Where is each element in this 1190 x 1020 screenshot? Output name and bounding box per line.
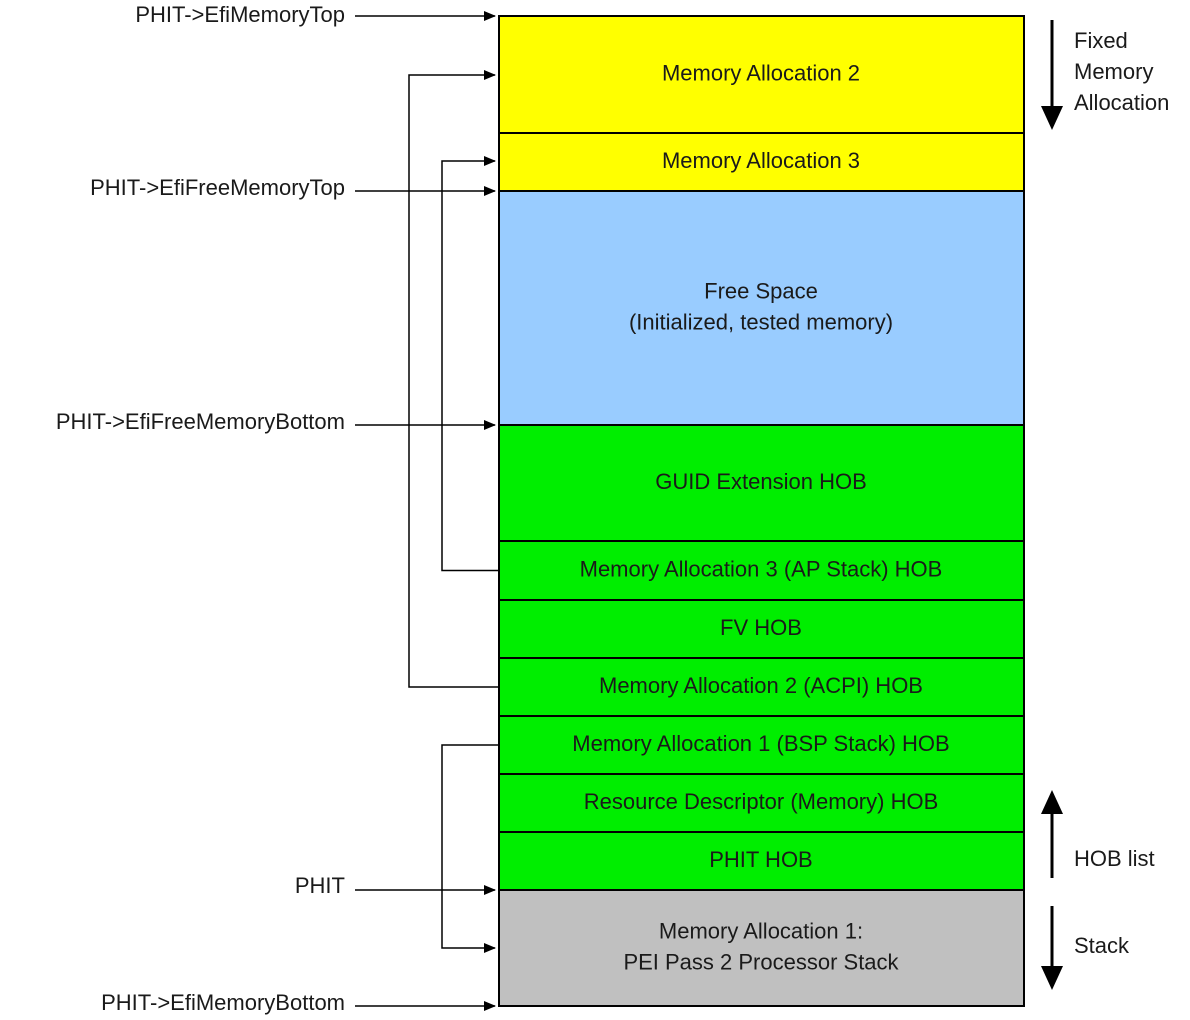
block-memory-allocation-2-acpi-hob: Memory Allocation 2 (ACPI) HOB	[498, 657, 1025, 717]
pointer-phit-efi-free-memory-top: PHIT->EfiFreeMemoryTop	[90, 175, 496, 200]
block-label: Resource Descriptor (Memory) HOB	[584, 789, 939, 814]
block-label: GUID Extension HOB	[655, 469, 867, 494]
block-memory-allocation-1-bsp-stack-hob: Memory Allocation 1 (BSP Stack) HOB	[498, 715, 1025, 775]
pointer-label: PHIT->EfiFreeMemoryTop	[90, 175, 345, 200]
block-memory-allocation-3: Memory Allocation 3	[498, 132, 1025, 192]
memory-blocks: Memory Allocation 2 Memory Allocation 3 Fr…	[498, 15, 1025, 1007]
pointer-label: PHIT	[295, 873, 345, 898]
block-label: Free Space	[704, 278, 818, 303]
link-memory-allocation-2-acpi-hob-to-memory-allocation-2	[408, 70, 499, 688]
block-resource-descriptor-memory-hob: Resource Descriptor (Memory) HOB	[498, 773, 1025, 833]
link-memory-allocation-1-bsp-stack-hob-to-memory-allocation-1-stack	[441, 744, 499, 953]
phit-pointers: PHIT->EfiMemoryTopPHIT->EfiFreeMemoryTop…	[56, 2, 496, 1015]
block-memory-allocation-1-stack: Memory Allocation 1: PEI Pass 2 Processor…	[498, 889, 1025, 1007]
pointer-phit-efi-memory-bottom: PHIT->EfiMemoryBottom	[101, 990, 496, 1015]
block-label: Memory Allocation 2 (ACPI) HOB	[599, 673, 923, 698]
block-label: Memory Allocation 1 (BSP Stack) HOB	[572, 731, 949, 756]
arrow-up-icon	[1041, 790, 1063, 814]
block-fill	[498, 773, 1025, 833]
block-label: (Initialized, tested memory)	[629, 309, 893, 334]
note-label: Stack	[1074, 933, 1130, 958]
note-label: Allocation	[1074, 90, 1169, 115]
note-hob-list: HOB list	[1041, 790, 1155, 878]
pointer-label: PHIT->EfiFreeMemoryBottom	[56, 409, 345, 434]
block-label: FV HOB	[720, 615, 802, 640]
block-fill	[498, 132, 1025, 192]
pointer-phit: PHIT	[295, 873, 496, 898]
block-memory-allocation-3-ap-stack-hob: Memory Allocation 3 (AP Stack) HOB	[498, 540, 1025, 601]
block-label: Memory Allocation 1:	[659, 918, 863, 943]
block-guid-extension-hob: GUID Extension HOB	[498, 424, 1025, 542]
link-memory-allocation-3-ap-stack-hob-to-memory-allocation-3	[441, 156, 499, 572]
block-fv-hob: FV HOB	[498, 599, 1025, 659]
block-label: Memory Allocation 3	[662, 148, 860, 173]
pointer-phit-efi-memory-top: PHIT->EfiMemoryTop	[135, 2, 496, 27]
pointer-label: PHIT->EfiMemoryTop	[135, 2, 345, 27]
block-fill	[498, 889, 1025, 1007]
note-label: HOB list	[1074, 846, 1155, 871]
block-label: PEI Pass 2 Processor Stack	[623, 949, 899, 974]
block-label: Memory Allocation 2	[662, 60, 860, 85]
block-fill	[498, 15, 1025, 134]
hob-links	[408, 70, 499, 953]
block-phit-hob: PHIT HOB	[498, 831, 1025, 891]
note-stack: Stack	[1041, 906, 1130, 990]
block-free-space: Free Space (Initialized, tested memory)	[498, 190, 1025, 426]
block-fill	[498, 424, 1025, 542]
note-label: Fixed	[1074, 28, 1128, 53]
block-memory-allocation-2: Memory Allocation 2	[498, 15, 1025, 134]
block-label: PHIT HOB	[709, 847, 813, 872]
pointer-phit-efi-free-memory-bottom: PHIT->EfiFreeMemoryBottom	[56, 409, 496, 434]
block-fill	[498, 540, 1025, 601]
arrow-down-icon	[1041, 966, 1063, 990]
arrow-down-icon	[1041, 106, 1063, 130]
pointer-label: PHIT->EfiMemoryBottom	[101, 990, 345, 1015]
block-label: Memory Allocation 3 (AP Stack) HOB	[580, 556, 943, 581]
block-fill	[498, 190, 1025, 426]
note-label: Memory	[1074, 59, 1153, 84]
